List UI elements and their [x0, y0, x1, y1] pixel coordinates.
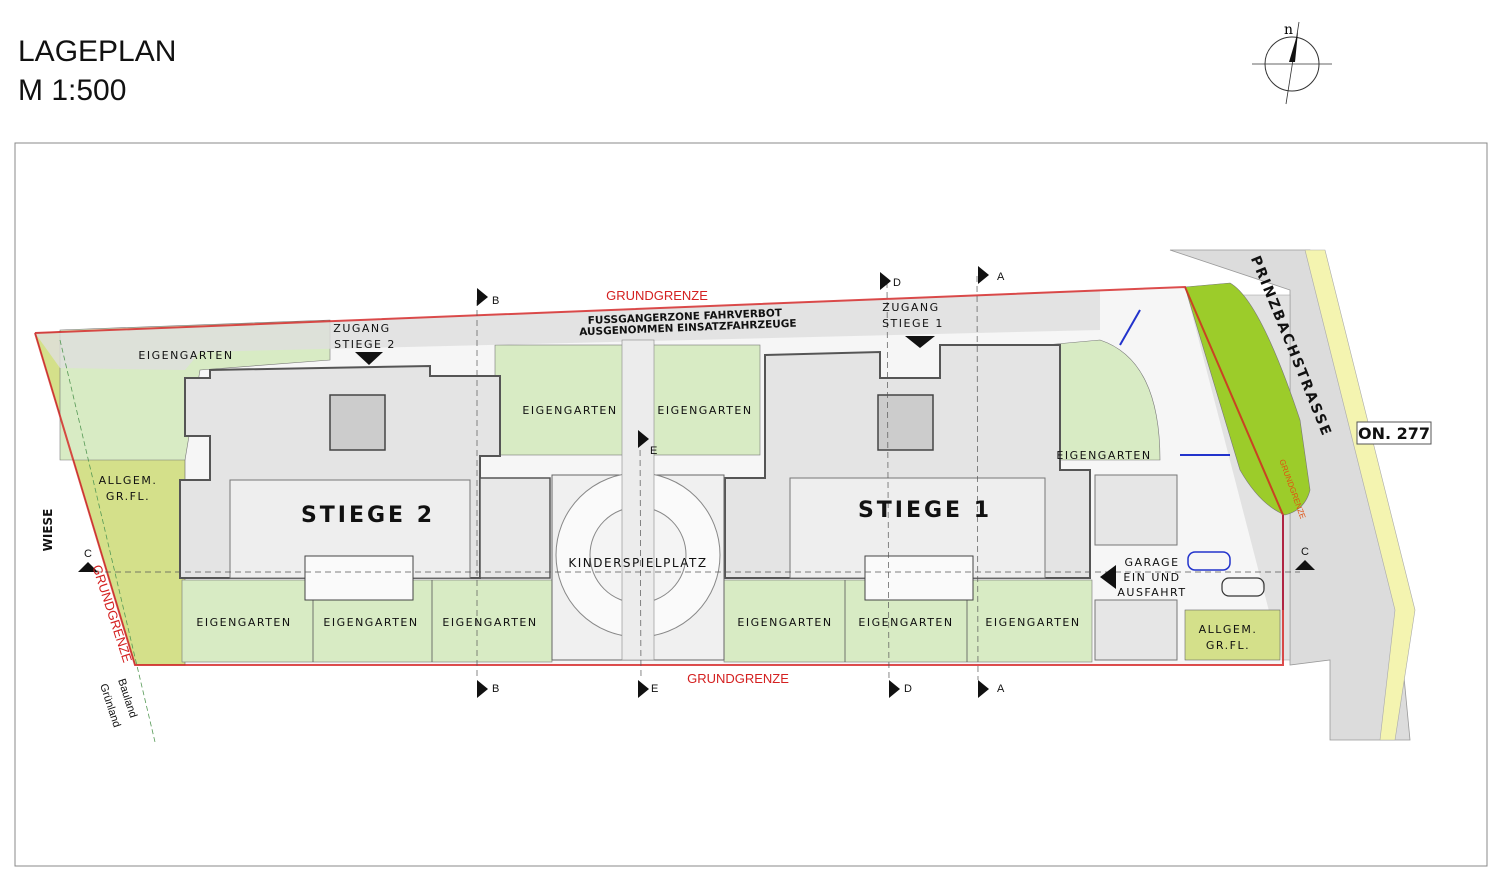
north-label: n [1284, 22, 1293, 38]
green-strip [1184, 282, 1311, 516]
house-number: ON. 277 [1358, 424, 1430, 443]
section-lines [95, 275, 1300, 681]
garden-label: EIGENGARTEN [858, 616, 953, 629]
entrance-stiege-1-label: STIEGE 1 [882, 317, 944, 330]
boundary-label-top: GRUNDGRENZE [606, 288, 708, 303]
section-marker-b-bottom: B [477, 680, 499, 698]
car-icon [1221, 577, 1265, 597]
section-marker-c-west: C [78, 548, 98, 572]
svg-text:C: C [84, 548, 92, 560]
entrance-arrow-icon [355, 352, 383, 365]
svg-text:B: B [492, 683, 499, 695]
section-marker-a-top: A [978, 266, 1005, 284]
house-number-box [1356, 421, 1432, 445]
playground [551, 339, 725, 661]
garden-label: EIGENGARTEN [1056, 449, 1151, 462]
svg-text:D: D [893, 277, 901, 289]
svg-text:E: E [650, 445, 657, 457]
property-boundary [34, 285, 1284, 666]
entrance-stiege-2-label: STIEGE 2 [334, 338, 396, 351]
svg-text:A: A [997, 271, 1005, 283]
garden-label: EIGENGARTEN [138, 349, 233, 362]
boundary-label-bottom: GRUNDGRENZE [687, 671, 789, 686]
garden-label: EIGENGARTEN [196, 616, 291, 629]
garage-ramp [1094, 474, 1178, 546]
garden-label: EIGENGARTEN [323, 616, 418, 629]
building-label-stiege-2: STIEGE 2 [301, 503, 435, 528]
svg-text:A: A [997, 683, 1005, 695]
building-label-stiege-1: STIEGE 1 [858, 498, 992, 523]
common-area-east [1184, 609, 1281, 661]
garden-label: EIGENGARTEN [442, 616, 537, 629]
svg-text:C: C [1301, 546, 1309, 558]
garden-label: EIGENGARTEN [657, 404, 752, 417]
entrance-arrow-icon [905, 336, 935, 348]
section-marker-d-top: D [880, 272, 901, 290]
north-arrow-icon: n [1252, 21, 1332, 105]
common-area-label: ALLGEM. [1199, 623, 1258, 636]
entrance-stiege-1-label: ZUGANG [882, 301, 939, 314]
section-marker-c-east: C [1295, 546, 1315, 570]
svg-text:B: B [492, 295, 499, 307]
plan-title: LAGEPLAN [18, 35, 176, 68]
entrance-stiege-2-label: ZUGANG [333, 322, 390, 335]
garden-label: EIGENGARTEN [737, 616, 832, 629]
playground-label: KINDERSPIELPLATZ [568, 556, 707, 570]
pedestrian-zone [35, 290, 1100, 370]
svg-text:D: D [904, 683, 912, 695]
building-stiege-2 [179, 364, 551, 601]
plan-scale: M 1:500 [18, 74, 126, 107]
car-icon [1187, 551, 1231, 571]
common-area-label: ALLGEM. [99, 474, 158, 487]
section-marker-b-top: B [477, 288, 499, 307]
meadow-label: WIESE [41, 509, 55, 552]
section-marker-d-bottom: D [889, 680, 912, 698]
section-marker-e-bottom: E [638, 680, 658, 698]
garage-label: GARAGE [1124, 556, 1179, 569]
building-stiege-1 [724, 344, 1091, 601]
garage-structure [1094, 599, 1178, 661]
garage-label: AUSFAHRT [1117, 586, 1186, 599]
section-marker-a-bottom: A [978, 680, 1005, 698]
common-area-label: GR.FL. [106, 490, 150, 503]
garden-label: EIGENGARTEN [522, 404, 617, 417]
garden-label: EIGENGARTEN [985, 616, 1080, 629]
garage-arrow-icon [1100, 565, 1116, 589]
garage-label: EIN UND [1123, 571, 1180, 584]
garden-northeast [1044, 339, 1161, 461]
section-marker-e-mid: E [638, 430, 657, 457]
drawing-frame [14, 142, 1488, 867]
svg-text:E: E [651, 683, 658, 695]
common-area-label: GR.FL. [1206, 639, 1250, 652]
sidewalk [1304, 249, 1416, 741]
